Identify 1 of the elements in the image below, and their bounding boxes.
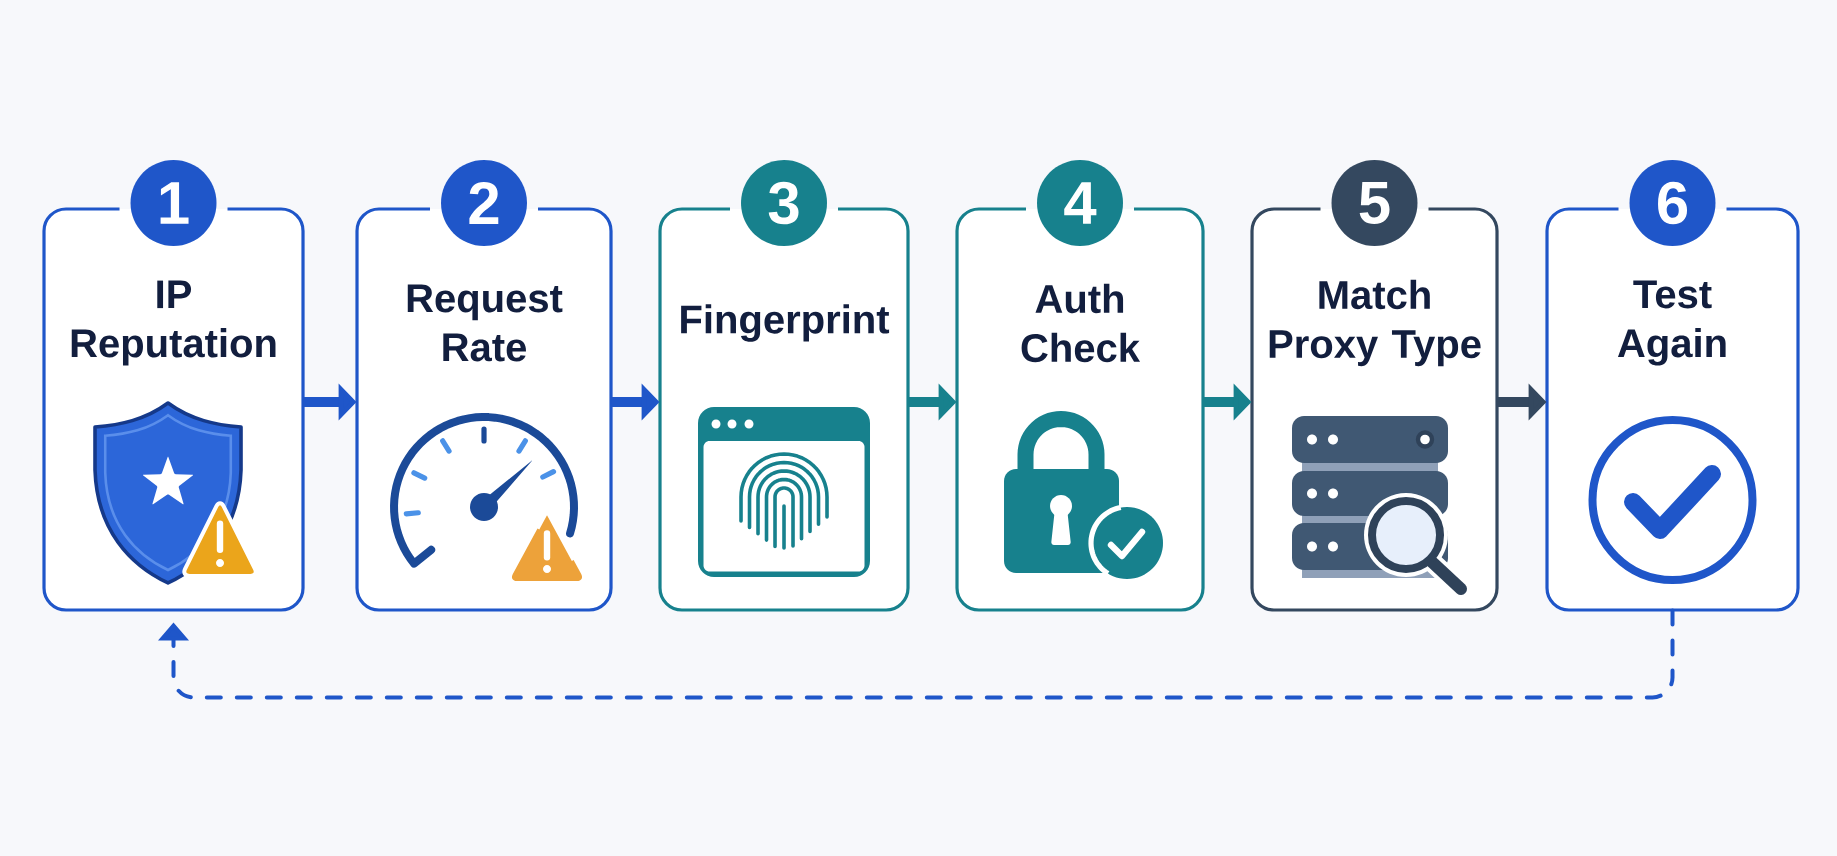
dashed-arrow [158, 608, 1675, 700]
